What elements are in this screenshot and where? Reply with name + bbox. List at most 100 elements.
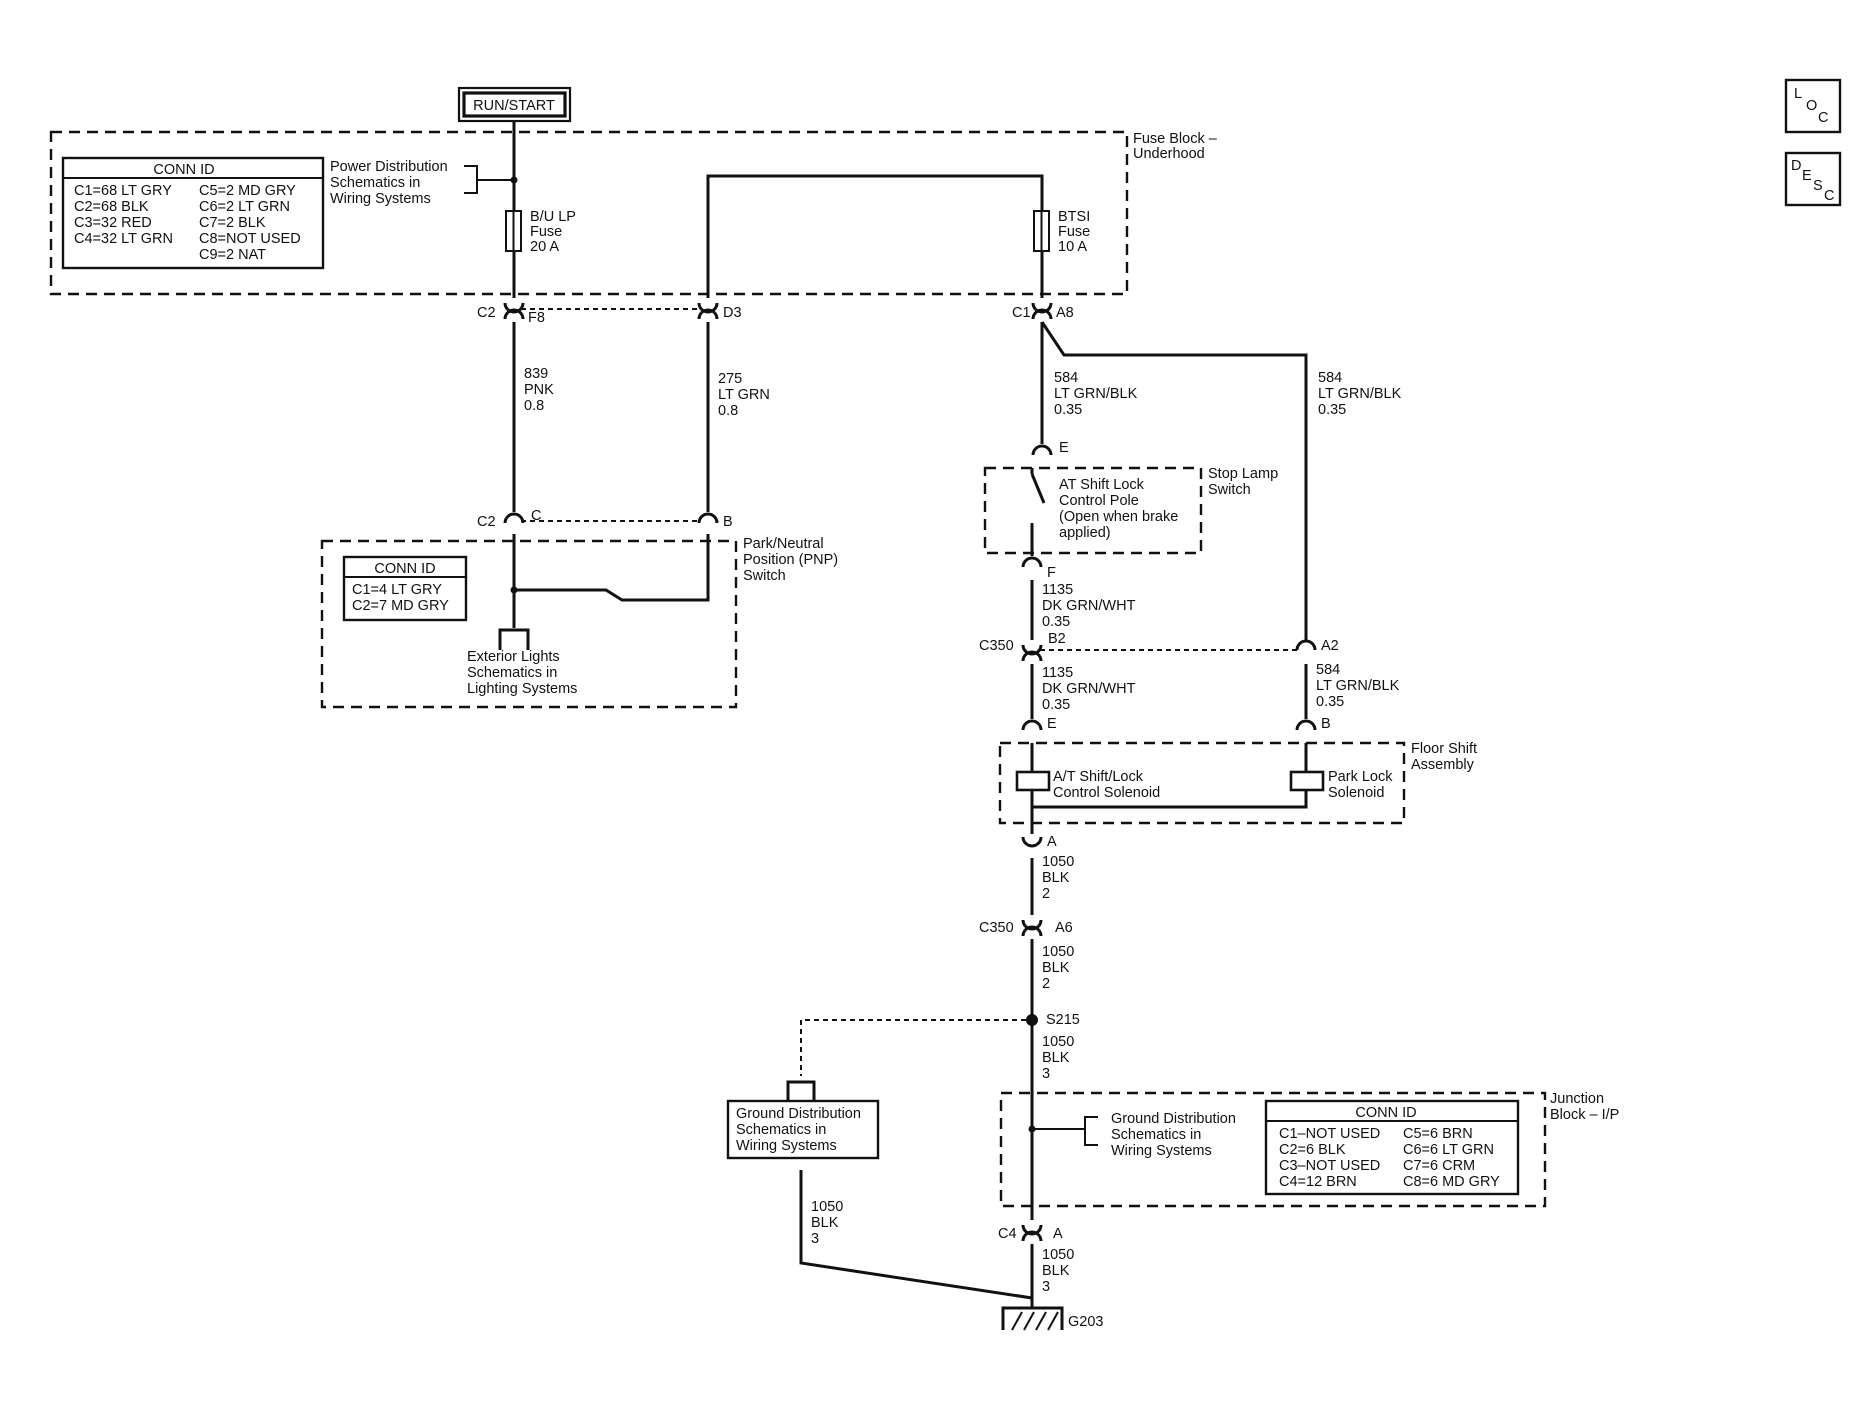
conn-id-row: C4=32 LT GRN xyxy=(74,231,173,247)
bu-lp-fuse-label-2: Fuse xyxy=(530,224,562,240)
wire-1050-left-line-3: 3 xyxy=(811,1231,819,1247)
conn-id-row: C5=2 MD GRY xyxy=(199,183,296,199)
s215-label: S215 xyxy=(1046,1012,1080,1028)
junction-conn-id-row: C3–NOT USED xyxy=(1279,1158,1380,1174)
ground-dist-left-line-2: Schematics in xyxy=(736,1122,826,1138)
wire-1050-a-line-1: 1050 xyxy=(1042,854,1074,870)
power-distribution-reference[interactable]: Power Distribution Schematics in Wiring … xyxy=(330,159,518,207)
fuse-block-label-1: Fuse Block – xyxy=(1133,131,1218,147)
pnp-conn-id-title: CONN ID xyxy=(374,561,435,577)
junction-conn-id-row: C2=6 BLK xyxy=(1279,1142,1346,1158)
desc-letter-1: D xyxy=(1791,158,1801,174)
junction-conn-id-title: CONN ID xyxy=(1355,1105,1416,1121)
connector-labels: C2 F8 D3 C1 A8 C2 C B E F C350 B2 A2 E B… xyxy=(477,305,1339,1242)
stop-lamp-pole-1: AT Shift Lock xyxy=(1059,477,1145,493)
connector-e-floor: E xyxy=(1047,716,1057,732)
connector-a-floor: A xyxy=(1047,834,1057,850)
connector-f8: F8 xyxy=(528,310,545,326)
stop-lamp-pole-4: applied) xyxy=(1059,525,1111,541)
exterior-lights-reference[interactable]: Exterior Lights Schematics in Lighting S… xyxy=(467,649,577,697)
floor-shift-label-2: Assembly xyxy=(1411,757,1475,773)
junction-conn-id-row: C4=12 BRN xyxy=(1279,1174,1357,1190)
conn-id-row: C2=68 BLK xyxy=(74,199,149,215)
pnp-conn-id-row: C1=4 LT GRY xyxy=(352,582,442,598)
wire-1050-b-line-2: BLK xyxy=(1042,960,1070,976)
pnp-switch-label-3: Switch xyxy=(743,568,786,584)
wire-839-line-2: PNK xyxy=(524,382,554,398)
loc-letter-1: L xyxy=(1794,86,1802,102)
connector-b: B xyxy=(723,514,733,530)
stop-lamp-pole-3: (Open when brake xyxy=(1059,509,1178,525)
connector-a8: A8 xyxy=(1056,305,1074,321)
conn-id-row: C9=2 NAT xyxy=(199,247,266,263)
conn-id-row: C8=NOT USED xyxy=(199,231,301,247)
wire-584-left-line-3: 0.35 xyxy=(1054,402,1082,418)
wire-1050-c-line-2: BLK xyxy=(1042,1050,1070,1066)
connector-symbols xyxy=(503,302,1317,1242)
wire-584-lower-line-2: LT GRN/BLK xyxy=(1316,678,1400,694)
connector-a2: A2 xyxy=(1321,638,1339,654)
pnp-switch-label-1: Park/Neutral xyxy=(743,536,824,552)
fuse-block-conn-id-table: CONN ID C1=68 LT GRY C2=68 BLK C3=32 RED… xyxy=(61,156,325,270)
wire-584-lower-line-1: 584 xyxy=(1316,662,1340,678)
junction-conn-id-row: C6=6 LT GRN xyxy=(1403,1142,1494,1158)
connector-c1: C1 xyxy=(1012,305,1031,321)
connector-c2-pnp: C2 xyxy=(477,514,496,530)
wire-1050-b-line-1: 1050 xyxy=(1042,944,1074,960)
wire-1050-d-line-2: BLK xyxy=(1042,1263,1070,1279)
junction-block-label-2: Block – I/P xyxy=(1550,1107,1619,1123)
connector-d3: D3 xyxy=(723,305,742,321)
connector-c: C xyxy=(531,508,541,524)
wire-584-right-line-3: 0.35 xyxy=(1318,402,1346,418)
btsi-fuse-label-3: 10 A xyxy=(1058,239,1087,255)
wire-275-line-2: LT GRN xyxy=(718,387,770,403)
wire-584-right-line-2: LT GRN/BLK xyxy=(1318,386,1402,402)
btsi-fuse-label-2: Fuse xyxy=(1058,224,1090,240)
solenoid-b-label-2: Solenoid xyxy=(1328,785,1384,801)
power-ref-line-1: Power Distribution xyxy=(330,159,448,175)
fuse-block-underhood: Fuse Block – Underhood CONN ID C1=68 LT … xyxy=(49,130,1218,296)
connector-f-stop: F xyxy=(1047,565,1056,581)
wire-839-line-1: 839 xyxy=(524,366,548,382)
connector-tie-lines xyxy=(521,308,1298,651)
power-ref-line-3: Wiring Systems xyxy=(330,191,431,207)
solenoid-a-label-1: A/T Shift/Lock xyxy=(1053,769,1144,785)
wire-1135-a-line-2: DK GRN/WHT xyxy=(1042,598,1136,614)
wire-1050-d-line-3: 3 xyxy=(1042,1279,1050,1295)
junction-ground-reference[interactable]: Ground Distribution Schematics in Wiring… xyxy=(1111,1111,1236,1159)
desc-letter-3: S xyxy=(1813,178,1823,194)
conn-id-row: C1=68 LT GRY xyxy=(74,183,172,199)
wire-1050-c-line-1: 1050 xyxy=(1042,1034,1074,1050)
stop-lamp-label-1: Stop Lamp xyxy=(1208,466,1278,482)
btsi-fuse: BTSI Fuse 10 A xyxy=(1033,209,1090,255)
loc-button[interactable]: L O C xyxy=(1784,78,1842,134)
connector-b2: B2 xyxy=(1048,631,1066,647)
solenoid-a-label-2: Control Solenoid xyxy=(1053,785,1160,801)
junction-ground-line-2: Schematics in xyxy=(1111,1127,1201,1143)
pnp-switch-label-2: Position (PNP) xyxy=(743,552,838,568)
ground-distribution-left[interactable]: Ground Distribution Schematics in Wiring… xyxy=(726,1080,880,1160)
loc-letter-2: O xyxy=(1806,98,1817,114)
connector-b-floor: B xyxy=(1321,716,1331,732)
connector-c350: C350 xyxy=(979,638,1014,654)
fuse-block-label-2: Underhood xyxy=(1133,146,1205,162)
junction-conn-id-row: C1–NOT USED xyxy=(1279,1126,1380,1142)
run-start-label: RUN/START xyxy=(473,98,555,114)
wire-584-lower-line-3: 0.35 xyxy=(1316,694,1344,710)
wire-584-left-line-2: LT GRN/BLK xyxy=(1054,386,1138,402)
pnp-conn-id-row: C2=7 MD GRY xyxy=(352,598,449,614)
connector-a6: A6 xyxy=(1055,920,1073,936)
ground-symbol-g203: G203 xyxy=(1001,1306,1103,1331)
conn-id-row: C6=2 LT GRN xyxy=(199,199,290,215)
ext-lights-line-1: Exterior Lights xyxy=(467,649,560,665)
wire-1135-a-line-1: 1135 xyxy=(1042,582,1073,598)
wire-1050-left-line-1: 1050 xyxy=(811,1199,843,1215)
ext-lights-line-2: Schematics in xyxy=(467,665,557,681)
junction-block-label-1: Junction xyxy=(1550,1091,1604,1107)
desc-letter-2: E xyxy=(1802,168,1812,184)
connector-a-junction: A xyxy=(1053,1226,1063,1242)
desc-button[interactable]: D E S C xyxy=(1784,151,1842,207)
wire-1050-a-line-3: 2 xyxy=(1042,886,1050,902)
junction-ground-line-3: Wiring Systems xyxy=(1111,1143,1212,1159)
s215-splice: S215 xyxy=(800,1012,1080,1076)
